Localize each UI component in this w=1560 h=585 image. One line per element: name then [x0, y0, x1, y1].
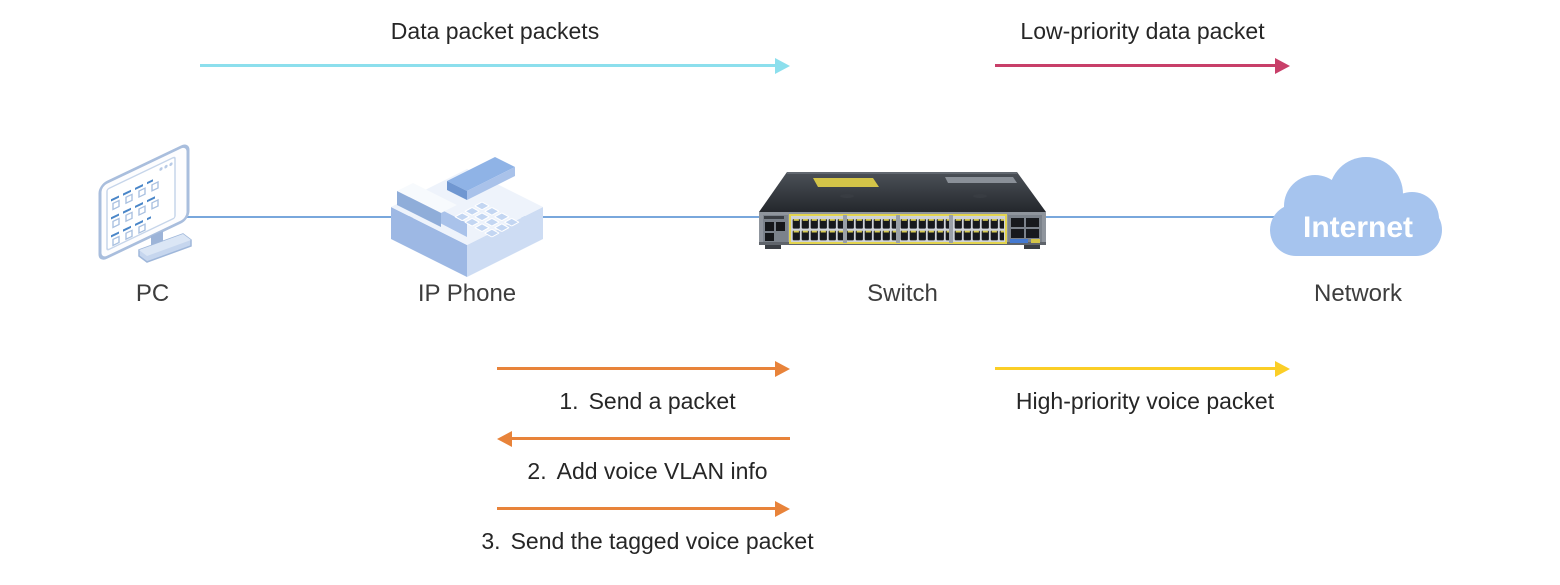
network-label: Network: [1313, 280, 1403, 307]
data-packets-label: Data packet packets: [390, 18, 600, 44]
network-link-line: [158, 216, 1298, 218]
device-ip-phone: IP Phone: [383, 145, 551, 307]
ip-phone-icon: [391, 157, 543, 277]
data-packets-arrow: [200, 64, 775, 67]
step-2-text: Add voice VLAN info: [556, 458, 768, 484]
low-priority-arrow: [995, 64, 1275, 67]
cloud-internet-text: Internet: [1302, 211, 1413, 244]
step-2-label: 2. Add voice VLAN info: [400, 458, 895, 484]
internet-cloud-icon: [1270, 157, 1442, 256]
step-3-text: Send the tagged voice packet: [510, 528, 814, 554]
ip-phone-label: IP Phone: [417, 280, 517, 307]
step-1-label: 1. Send a packet: [400, 388, 895, 414]
step-1-text: Send a packet: [588, 388, 736, 414]
pc-label: PC: [135, 280, 170, 307]
switch-label: Switch: [867, 280, 938, 307]
device-internet: Internet Network: [1263, 152, 1453, 307]
device-pc: PC: [95, 133, 210, 307]
phone-keypad: [454, 201, 520, 238]
high-priority-label: High-priority voice packet: [1015, 388, 1275, 414]
step-2-arrow: [512, 437, 790, 440]
step-3-arrow: [497, 507, 775, 510]
step-1-number: 1.: [559, 388, 579, 414]
switch-top-sticker: [813, 178, 879, 187]
switch-blue-label: [1010, 239, 1028, 243]
step-2-number: 2.: [527, 458, 547, 484]
pc-icon: [98, 144, 192, 263]
high-priority-arrow: [995, 367, 1275, 370]
step-1-arrow: [497, 367, 775, 370]
low-priority-label: Low-priority data packet: [1020, 18, 1265, 44]
device-switch: Switch: [755, 168, 1050, 307]
step-3-number: 3.: [481, 528, 501, 554]
switch-icon: [759, 172, 1046, 249]
step-3-label: 3. Send the tagged voice packet: [400, 528, 895, 554]
